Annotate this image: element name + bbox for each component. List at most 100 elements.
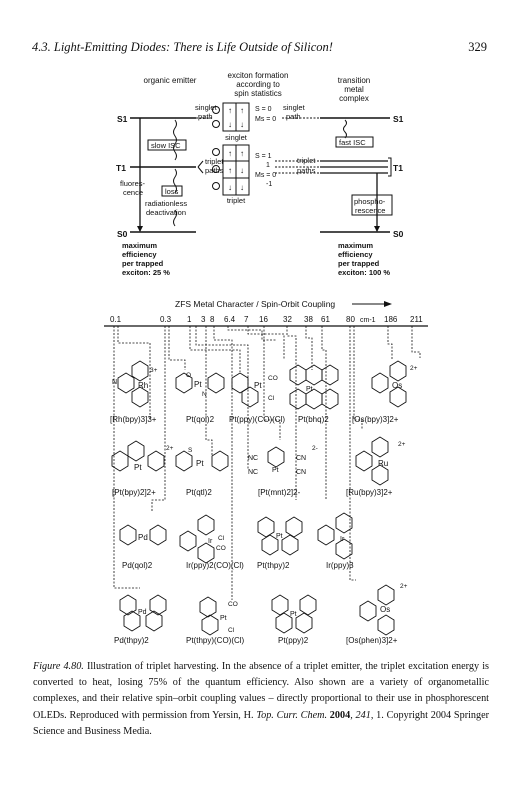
fluorescence-2: cence — [123, 188, 143, 197]
left-eff-3: per trapped — [122, 259, 164, 268]
complex-pd-thpy2: Pd — [119, 594, 167, 632]
svg-text:↑: ↑ — [228, 106, 232, 115]
label-os-bpy3: [Os(bpy)3]2+ — [352, 415, 399, 424]
complex-ru-bpy3: Ru 2+ — [355, 436, 406, 486]
ms-plus-one: 1 — [266, 162, 270, 169]
svg-text:CN: CN — [296, 469, 306, 476]
running-header-title: 4.3. Light-Emitting Diodes: There is Lif… — [32, 40, 333, 54]
svg-text:Pt: Pt — [290, 611, 297, 618]
tick-10: 61 — [321, 315, 330, 324]
svg-text:NC: NC — [248, 469, 258, 476]
singlet-path-left-2: path — [198, 112, 213, 121]
transition-metal-2: metal — [344, 85, 364, 94]
tick-5: 6.4 — [224, 315, 236, 324]
ms-eq-0: Ms = 0 — [255, 116, 276, 123]
t1-right-bracket — [388, 157, 392, 177]
svg-text:2+: 2+ — [398, 441, 406, 448]
t1-right-label: T1 — [393, 163, 403, 173]
svg-text:Os: Os — [392, 381, 402, 390]
complex-pt-thpy2: Pt — [257, 516, 303, 556]
svg-text:Rh: Rh — [138, 381, 148, 390]
complex-pt-mnt2: NC NC CN CN Pt 2- — [248, 445, 318, 476]
right-eff-4: exciton: 100 % — [338, 268, 390, 277]
tick-14: 211 — [410, 315, 423, 324]
svg-text:Pt: Pt — [134, 463, 142, 472]
svg-text:CO: CO — [228, 601, 238, 608]
svg-text:CN: CN — [296, 455, 306, 462]
left-eff-4: exciton: 25 % — [122, 268, 170, 277]
tick-9: 38 — [304, 315, 313, 324]
tick-2: 1 — [187, 315, 192, 324]
svg-text:↓: ↓ — [228, 183, 232, 192]
complexes-grid: Rh N 3+ Pt O N Pt CO Cl — [110, 360, 418, 645]
label-pt-ppy-co-cl: Pt(ppy)(CO)(Cl) — [229, 415, 285, 424]
radiationless-2: deactivation — [146, 208, 186, 217]
caption-text-2: , 1. Copyright 2004 Springer Science and… — [33, 709, 490, 737]
loss-label: loss — [165, 187, 179, 196]
svg-text:N: N — [112, 379, 117, 386]
caption-text-1: Illustration of triplet harvesting. In t… — [33, 661, 489, 721]
svg-text:NC: NC — [248, 455, 258, 462]
exciton-title-2: according to — [236, 80, 280, 89]
svg-text:S: S — [188, 447, 193, 454]
svg-text:N: N — [202, 391, 207, 398]
svg-text:↓: ↓ — [240, 166, 244, 175]
exciton-title-1: exciton formation — [228, 71, 289, 80]
triplet-paths-right-2: paths — [297, 166, 316, 175]
caption-label: Figure 4.80. — [33, 661, 84, 672]
svg-text:Pd: Pd — [138, 609, 147, 616]
phosphorescence-1: phospho- — [354, 197, 386, 206]
tick-13: 186 — [384, 315, 398, 324]
tick-6: 7 — [244, 315, 249, 324]
svg-text:Ir: Ir — [340, 536, 345, 543]
transition-metal-1: transition — [338, 76, 370, 85]
label-pt-bhq2: Pt(bhq)2 — [298, 415, 329, 424]
complex-pt-ppy2: Pt — [271, 594, 317, 634]
svg-text:Pt: Pt — [306, 386, 313, 393]
caption-journal: Top. Curr. Chem. — [256, 709, 327, 721]
t1-left-label: T1 — [116, 163, 126, 173]
s0-right-label: S0 — [393, 229, 404, 239]
left-eff-2: efficiency — [122, 250, 157, 259]
svg-text:↓: ↓ — [240, 183, 244, 192]
complex-pd-qol2: Pd — [119, 524, 167, 546]
radiationless-1: radiationless — [145, 199, 187, 208]
label-pt-thpy-co-cl: Pt(thpy)(CO)(Cl) — [186, 636, 245, 645]
svg-text:2+: 2+ — [410, 365, 418, 372]
tick-3: 3 — [201, 315, 206, 324]
exciton-title-3: spin statistics — [234, 89, 282, 98]
tick-4: 8 — [210, 315, 215, 324]
energy-diagram: organic emitter exciton formation accord… — [116, 71, 404, 277]
complex-ir-ppy2-co-cl: Ir Cl CO — [179, 514, 226, 564]
svg-text:Pt: Pt — [194, 380, 202, 389]
right-eff-2: efficiency — [338, 250, 373, 259]
complex-rh-bpy3: Rh N 3+ — [112, 360, 158, 408]
figure-caption: Figure 4.80. Illustration of triplet har… — [33, 659, 489, 740]
svg-text:Ru: Ru — [378, 459, 388, 468]
svg-text:O: O — [186, 372, 191, 379]
s-eq-0: S = 0 — [255, 106, 272, 113]
label-pt-bpy2: [Pt(bpy)2]2+ — [112, 488, 156, 497]
fast-isc-label: fast ISC — [339, 138, 366, 147]
s1-left-label: S1 — [117, 114, 128, 124]
label-pt-thpy2: Pt(thpy)2 — [257, 561, 290, 570]
tick-7: 16 — [259, 315, 268, 324]
label-pt-qol2: Pt(qol)2 — [186, 415, 215, 424]
label-pd-thpy2: Pd(thpy)2 — [114, 636, 149, 645]
label-pt-ppy2: Pt(ppy)2 — [278, 636, 309, 645]
svg-text:Pt: Pt — [276, 533, 283, 540]
svg-text:↑: ↑ — [240, 106, 244, 115]
svg-text:2-: 2- — [312, 445, 318, 452]
complex-pt-ppy-co-cl: Pt CO Cl — [231, 372, 278, 408]
triplet-label: triplet — [227, 196, 246, 205]
complex-pt-bhq2: Pt — [289, 364, 339, 410]
svg-text:CO: CO — [268, 375, 278, 382]
triplet-paths-left-2: paths — [205, 166, 224, 175]
organic-emitter-label: organic emitter — [144, 76, 197, 85]
svg-text:↓: ↓ — [240, 120, 244, 129]
tick-1: 0.3 — [160, 315, 172, 324]
singlet-label: singlet — [225, 133, 248, 142]
caption-year: 2004 — [327, 709, 351, 721]
